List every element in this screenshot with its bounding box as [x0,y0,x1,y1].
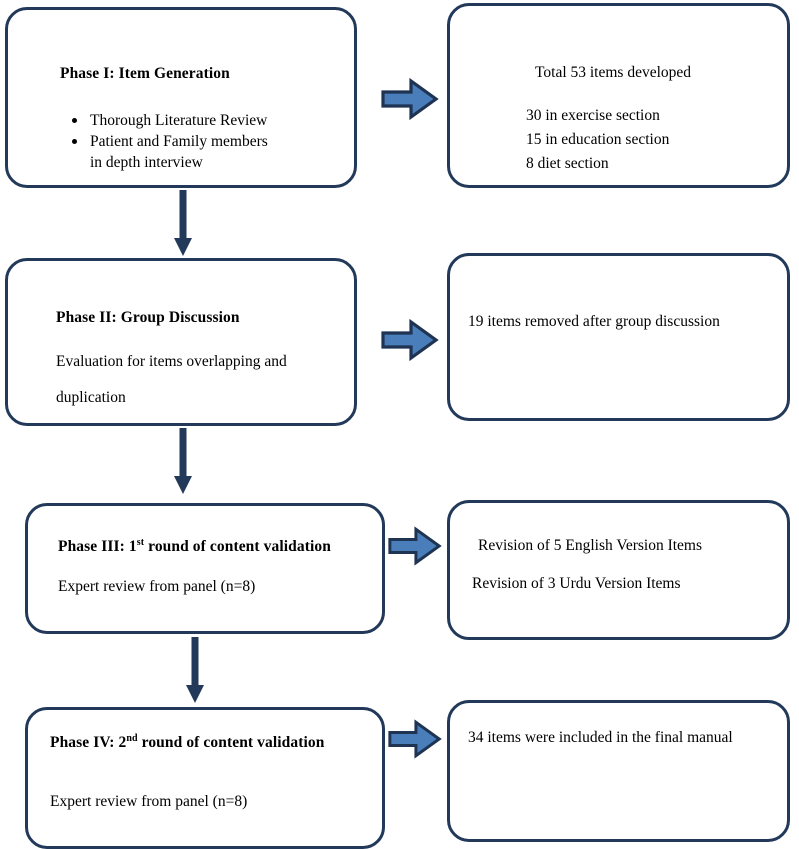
phase-1-heading: Phase I: Item Generation [60,65,230,83]
phase-1-bullet-list: Thorough Literature Review Patient and F… [70,110,268,173]
outcome-1-line-2: 30 in exercise section [526,107,660,124]
phase-box-3-content: Phase III: 1st round of content validati… [28,506,382,631]
phase-4-heading-superscript: nd [126,732,138,744]
outcome-1-line-1: Total 53 items developed [535,64,692,81]
outcome-2-line-1: 19 items removed after group discussion [468,313,720,330]
outcome-3-line-1: Revision of 5 English Version Items [478,537,703,554]
phase-3-heading: Phase III: 1st round of content validati… [58,536,331,556]
outcome-box-4[interactable]: 34 items were included in the final manu… [447,700,790,842]
phase-box-2-content: Phase II: Group Discussion Evaluation fo… [8,261,354,423]
phase-3-heading-superscript: st [136,536,145,548]
outcome-1-line-3: 15 in education section [526,131,670,148]
phase-box-3[interactable]: Phase III: 1st round of content validati… [25,503,385,634]
outcome-box-2-content: 19 items removed after group discussion [450,256,787,418]
phase-1-heading-text: Phase I: Item Generation [60,65,230,82]
outcome-box-3-content: Revision of 5 English Version Items Revi… [450,503,787,637]
phase-box-4[interactable]: Phase IV: 2nd round of content validatio… [25,707,385,849]
phase-3-heading-tail: round of content validation [144,538,331,555]
outcome-3-line-2: Revision of 3 Urdu Version Items [472,575,681,592]
down-arrow-2-icon [174,428,192,494]
phase-3-line-1: Expert review from panel (n=8) [58,578,256,595]
list-item: Thorough Literature Review [72,112,268,129]
phase-2-heading: Phase II: Group Discussion [56,309,240,327]
side-arrow-2-icon [381,318,439,362]
phase-4-heading: Phase IV: 2nd round of content validatio… [50,732,325,752]
phase-box-1[interactable]: Phase I: Item Generation Thorough Litera… [5,7,357,188]
side-arrow-4-icon [388,719,442,759]
outcome-box-1[interactable]: Total 53 items developed 30 in exercise … [447,3,790,188]
phase-2-heading-text: Phase II: Group Discussion [56,309,240,326]
outcome-box-3[interactable]: Revision of 5 English Version Items Revi… [447,500,790,640]
list-item: in depth interview [90,154,203,171]
phase-box-2[interactable]: Phase II: Group Discussion Evaluation fo… [5,258,357,426]
outcome-box-2[interactable]: 19 items removed after group discussion [447,253,790,421]
down-arrow-3-icon [186,637,204,703]
phase-4-heading-tail: round of content validation [137,734,325,751]
outcome-4-line-1: 34 items were included in the final manu… [468,729,733,746]
outcome-box-1-content: Total 53 items developed 30 in exercise … [450,6,787,185]
phase-4-heading-text: Phase IV: 2 [50,734,127,751]
outcome-box-4-content: 34 items were included in the final manu… [450,703,787,839]
phase-3-heading-text: Phase III: 1 [58,538,137,555]
phase-box-1-content: Phase I: Item Generation Thorough Litera… [8,10,354,185]
side-arrow-1-icon [381,77,439,121]
phase-4-line-1: Expert review from panel (n=8) [50,793,248,810]
phase-2-line-1: Evaluation for items overlapping and [56,353,287,370]
side-arrow-3-icon [388,526,442,566]
outcome-1-line-4: 8 diet section [526,155,609,172]
phase-2-line-2: duplication [56,389,126,406]
list-item: Patient and Family members [72,133,268,150]
phase-box-4-content: Phase IV: 2nd round of content validatio… [28,710,382,846]
down-arrow-1-icon [174,190,192,256]
